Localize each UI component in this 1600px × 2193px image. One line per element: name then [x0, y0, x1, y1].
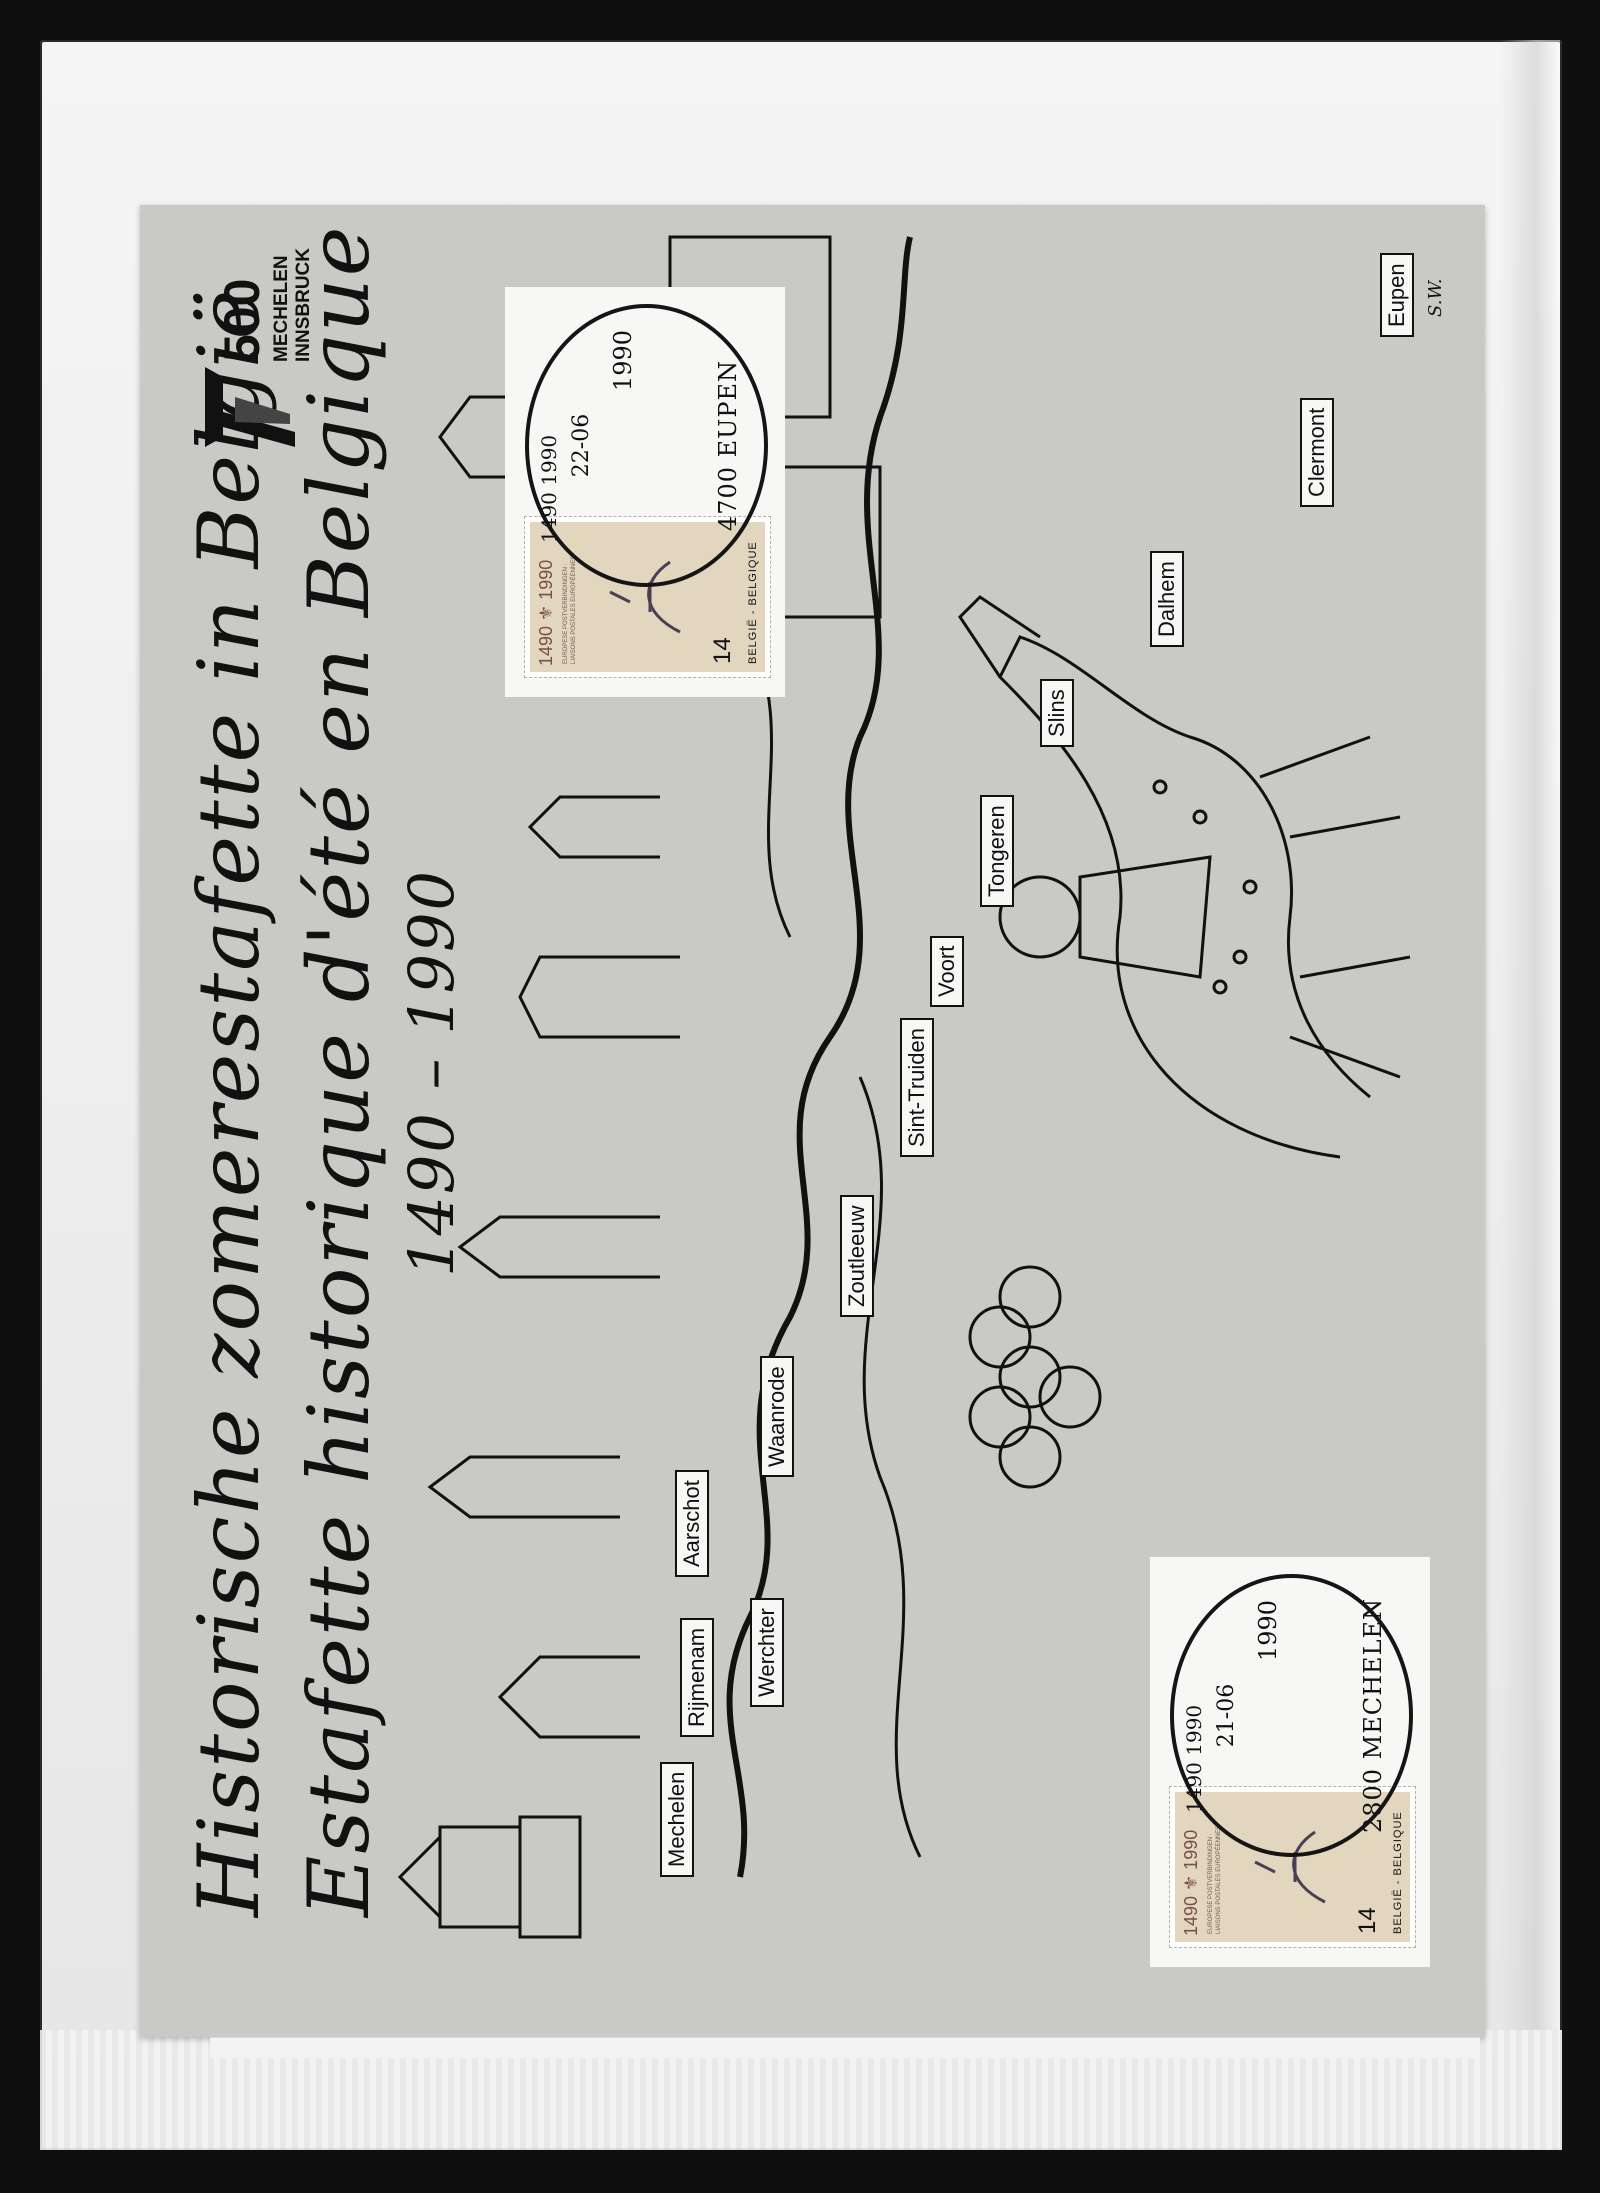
- postmark-city: 2800 MECHELEN: [1359, 1597, 1387, 1834]
- town-label: Slins: [1040, 679, 1074, 747]
- anniversary-logo: 500 MECHELEN INNSBRUCK: [195, 232, 325, 452]
- stamp-years: 1490 ⚜ 1990: [536, 559, 556, 666]
- postmark-eupen: 1490 1990 22-06 1990 4700 EUPEN: [525, 304, 768, 587]
- town-label: Tongeren: [980, 795, 1014, 907]
- town-label: Dalhem: [1150, 551, 1184, 647]
- stamp: 1490 ⚜ 1990 EUROPESE POSTVERBINDINGEN · …: [1168, 1786, 1417, 1948]
- postmark-year: 1990: [1254, 1600, 1282, 1662]
- town-label: Zoutleeuw: [840, 1195, 874, 1317]
- postmark-years: 1490 1990: [1182, 1704, 1206, 1813]
- postmark-mechelen: 1490 1990 21-06 1990 2800 MECHELEN: [1170, 1574, 1413, 1857]
- artist-signature: S.W.: [1425, 278, 1446, 318]
- stamp-country: BELGIË - BELGIQUE: [1392, 1811, 1404, 1934]
- stamp-value: 14: [1354, 1907, 1381, 1934]
- town-label: Voort: [930, 935, 964, 1007]
- town-label: Waanrode: [760, 1356, 794, 1477]
- town-label: Clermont: [1300, 397, 1334, 507]
- post-horn-logo-icon: [205, 367, 295, 447]
- rider-icon: [1254, 1830, 1326, 1904]
- postmark-city: 4700 EUPEN: [714, 359, 742, 532]
- town-label: Mechelen: [660, 1761, 694, 1877]
- sheet-backing-strip: [210, 2037, 1480, 2058]
- stamp-country: BELGIË - BELGIQUE: [747, 541, 759, 664]
- town-label: Sint-Truiden: [900, 1017, 934, 1157]
- postmark-date: 21-06: [1214, 1683, 1239, 1748]
- stamp-years: 1490 ⚜ 1990: [1181, 1829, 1201, 1936]
- stamp-panel-eupen: 1490 ⚜ 1990 EUROPESE POSTVERBINDINGEN · …: [505, 287, 785, 697]
- town-label: Aarschot: [675, 1470, 709, 1577]
- postmark-date: 22-06: [569, 413, 594, 478]
- sheet-content: Historische zomerestafette in België Est…: [140, 205, 1485, 2037]
- stamp-panel-mechelen: 1490 ⚜ 1990 EUROPESE POSTVERBINDINGEN · …: [1150, 1557, 1430, 1967]
- sleeve-edge: [1500, 40, 1560, 2150]
- town-label: Rijmenam: [680, 1617, 714, 1737]
- town-label: Werchter: [750, 1598, 784, 1707]
- rider-icon: [609, 560, 681, 634]
- postmark-year: 1990: [609, 330, 637, 392]
- stamp-value: 14: [709, 637, 736, 664]
- stamp: 1490 ⚜ 1990 EUROPESE POSTVERBINDINGEN · …: [523, 516, 772, 678]
- town-label: Eupen: [1380, 253, 1414, 337]
- postmark-years: 1490 1990: [537, 434, 561, 543]
